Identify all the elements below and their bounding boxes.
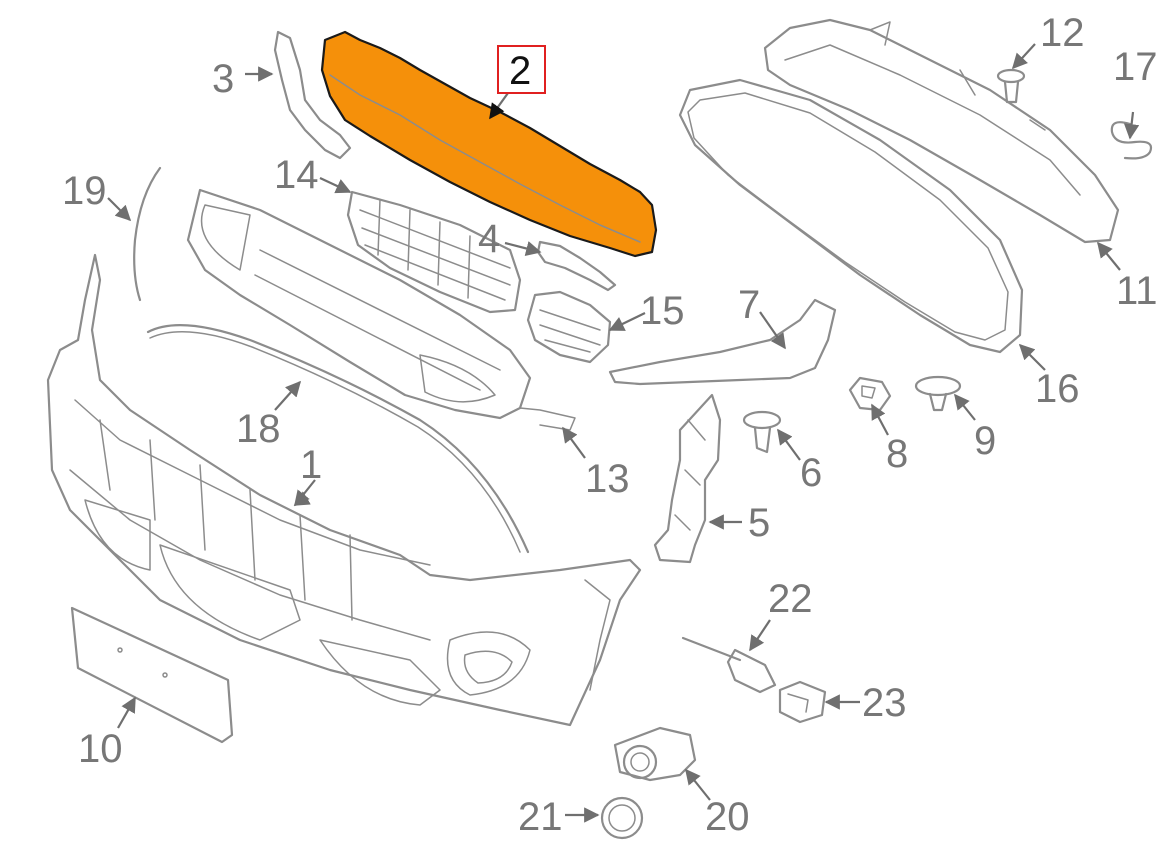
part-grille-frame[interactable] (763, 18, 1120, 244)
part-push-clip[interactable] (742, 410, 782, 454)
part-license-plate-bracket[interactable] (70, 606, 234, 744)
callout-3[interactable]: 3 (212, 57, 234, 101)
callout-leaders (107, 43, 1140, 823)
part-side-bracket[interactable] (653, 393, 722, 564)
callout-17[interactable]: 17 (1113, 45, 1158, 89)
callout-9[interactable]: 9 (974, 419, 996, 463)
part-bumper-reinforcement[interactable] (320, 30, 658, 258)
part-left-bracket[interactable] (273, 30, 352, 160)
callout-13[interactable]: 13 (585, 457, 630, 501)
callout-22[interactable]: 22 (768, 577, 813, 621)
part-spring-clip[interactable] (1110, 121, 1153, 160)
part-sensor-ring[interactable] (600, 796, 644, 840)
part-molding-strip[interactable] (146, 324, 530, 554)
callout-15[interactable]: 15 (640, 289, 685, 333)
callout-5[interactable]: 5 (748, 501, 770, 545)
part-bumper-cover[interactable] (46, 253, 642, 727)
part-sensor-holder[interactable] (613, 726, 697, 782)
callout-12[interactable]: 12 (1040, 11, 1085, 55)
part-bolt[interactable] (996, 68, 1026, 104)
part-grille-surround[interactable] (678, 78, 1024, 354)
callout-1[interactable]: 1 (300, 443, 322, 487)
callout-14[interactable]: 14 (274, 153, 319, 197)
part-screw-clip[interactable] (914, 375, 962, 412)
callout-4[interactable]: 4 (478, 217, 500, 261)
callout-23[interactable]: 23 (862, 681, 907, 725)
callout-7[interactable]: 7 (738, 283, 760, 327)
callout-16[interactable]: 16 (1035, 367, 1080, 411)
callout-18[interactable]: 18 (236, 407, 281, 451)
part-trim-strip[interactable] (608, 298, 837, 386)
callout-19[interactable]: 19 (62, 169, 107, 213)
part-connector[interactable] (778, 680, 827, 724)
callout-20[interactable]: 20 (705, 795, 750, 839)
callout-8[interactable]: 8 (886, 432, 908, 476)
callout-21[interactable]: 21 (518, 795, 563, 839)
callout-2[interactable]: 2 (509, 49, 531, 93)
part-lower-grille[interactable] (186, 188, 576, 431)
part-nut-clip[interactable] (848, 376, 892, 412)
highlight-box (497, 45, 546, 94)
part-curved-molding[interactable] (133, 166, 162, 302)
part-sensor-with-wire[interactable] (681, 636, 777, 694)
callout-11[interactable]: 11 (1116, 269, 1158, 313)
callout-6[interactable]: 6 (800, 451, 822, 495)
part-small-bracket[interactable] (536, 240, 617, 292)
part-upper-grille-mesh[interactable] (346, 190, 522, 314)
callout-10[interactable]: 10 (78, 727, 123, 771)
part-side-grille[interactable] (526, 290, 612, 364)
